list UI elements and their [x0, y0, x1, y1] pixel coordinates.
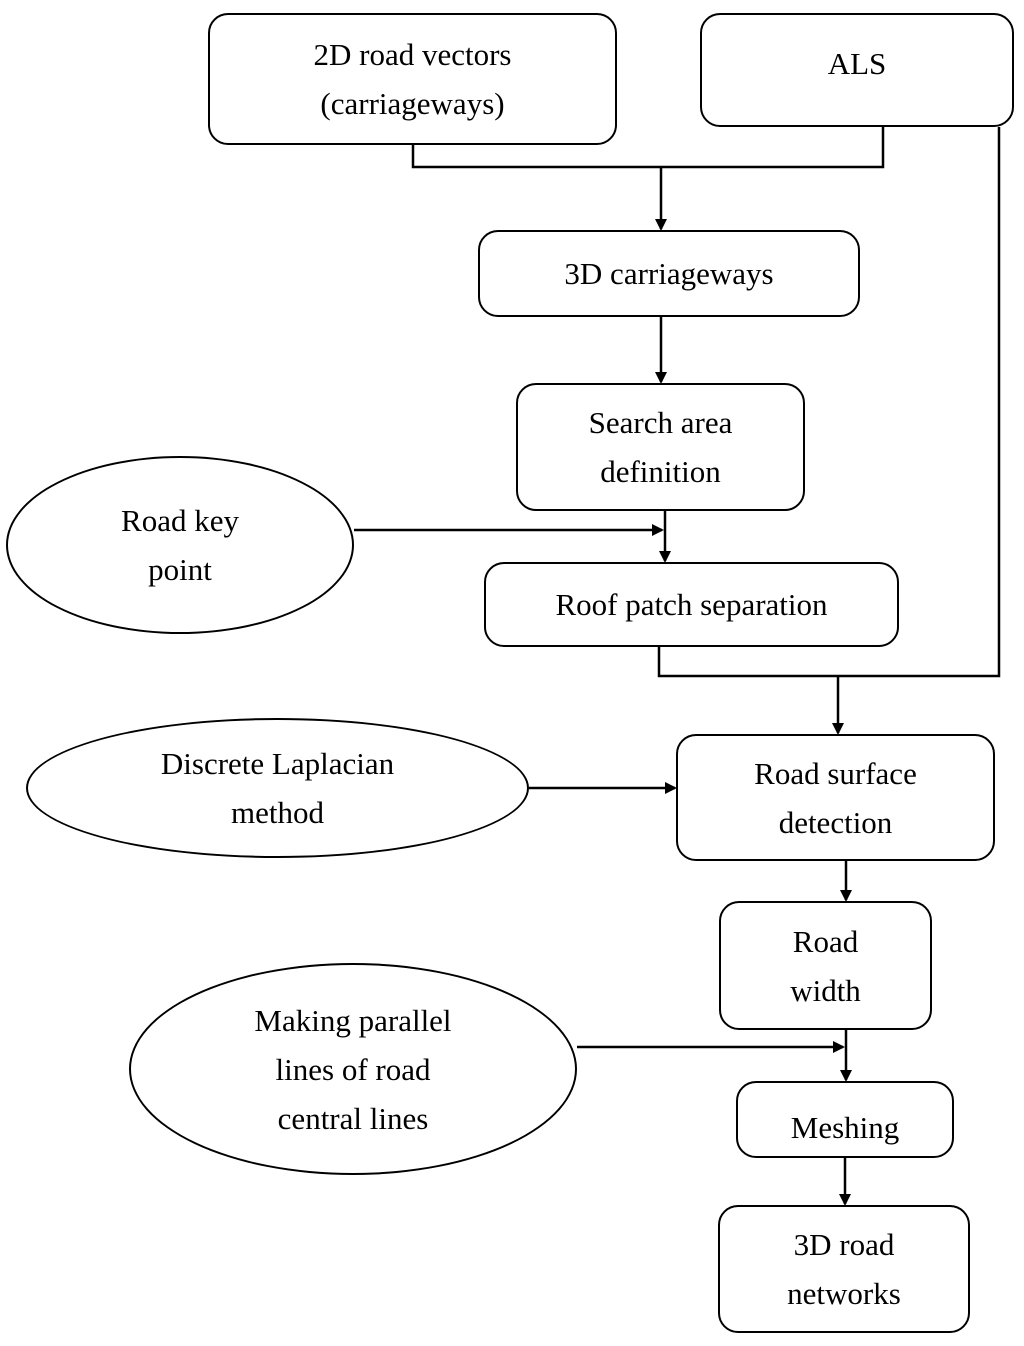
node-search-area: Search area definition	[516, 383, 805, 511]
node-search-area-line-2: definition	[600, 454, 721, 489]
node-discrete-laplacian-line-2: method	[231, 795, 324, 830]
node-2d-road-vectors-line-1: 2D road vectors	[313, 37, 512, 72]
node-3d-carriageways: 3D carriageways	[478, 230, 860, 317]
node-making-parallel-lines-line-2: lines of road	[275, 1051, 431, 1087]
node-road-surface-detection: Road surface detection	[676, 734, 995, 861]
node-road-width-line-2: width	[790, 972, 861, 1008]
node-road-width-line-1: Road	[792, 923, 859, 959]
node-road-key-point-line-2: point	[148, 552, 212, 587]
node-search-area-line-1: Search area	[588, 405, 733, 440]
node-discrete-laplacian: Discrete Laplacian method	[26, 718, 529, 858]
node-3d-road-networks-line-1: 3D road	[793, 1227, 895, 1262]
node-als: ALS	[700, 13, 1014, 127]
edge-als-side-connector	[657, 127, 1001, 678]
node-discrete-laplacian-line-1: Discrete Laplacian	[160, 746, 395, 781]
node-3d-road-networks-line-2: networks	[787, 1276, 901, 1311]
node-roof-patch-separation: Roof patch separation	[484, 562, 899, 647]
node-2d-road-vectors-line-2: (carriageways)	[320, 86, 505, 121]
edge-road-vectors-to-merge	[411, 127, 885, 169]
node-als-label: ALS	[827, 46, 887, 81]
node-3d-road-networks: 3D road networks	[718, 1205, 970, 1333]
node-road-width: Road width	[719, 901, 932, 1030]
node-making-parallel-lines: Making parallel lines of road central li…	[129, 963, 577, 1175]
node-3d-carriageways-label: 3D carriageways	[564, 256, 774, 291]
node-meshing: Meshing	[736, 1081, 954, 1158]
node-making-parallel-lines-line-1: Making parallel	[254, 1002, 452, 1038]
node-making-parallel-lines-line-3: central lines	[277, 1100, 429, 1136]
node-roof-patch-separation-label: Roof patch separation	[555, 587, 828, 622]
node-road-key-point-line-1: Road key	[121, 503, 239, 538]
node-road-surface-detection-line-2: detection	[778, 804, 893, 840]
node-2d-road-vectors: 2D road vectors (carriageways)	[208, 13, 617, 145]
node-road-surface-detection-line-1: Road surface	[754, 755, 917, 791]
node-road-key-point: Road key point	[6, 456, 354, 634]
node-meshing-label: Meshing	[790, 1110, 900, 1145]
